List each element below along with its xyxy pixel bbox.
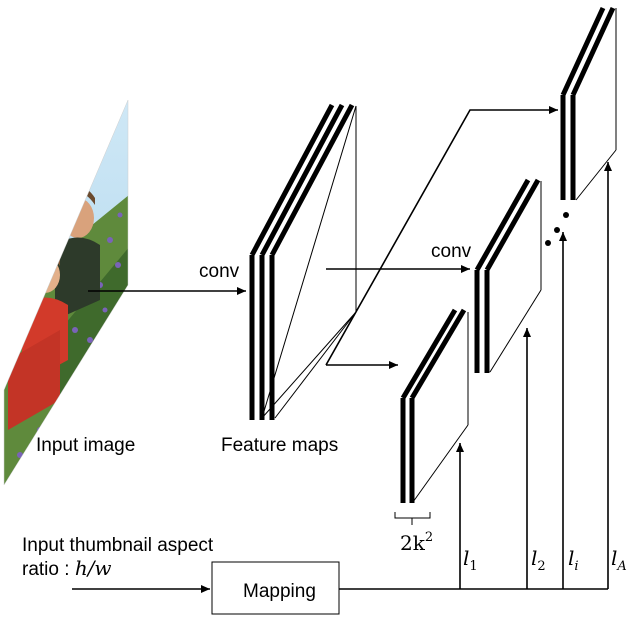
output-map-l1 [400, 308, 469, 503]
output-map-lA [560, 6, 617, 201]
channel-width-label: 2k2 [400, 530, 433, 555]
input-image-label: Input image [36, 435, 135, 456]
label-li: li [568, 546, 579, 574]
output-map-l2 [474, 178, 542, 373]
channel-width-bracket [394, 512, 431, 525]
aspect-ratio-label-line1: Input thumbnail aspect [22, 535, 214, 556]
conv-label-first: conv [199, 261, 240, 282]
label-lA: lA [611, 546, 627, 574]
arrow-fm-to-large-map [325, 106, 558, 366]
mapping-box [211, 561, 340, 615]
conv-label-second: conv [431, 241, 472, 262]
ellipsis-dots [545, 212, 569, 246]
aspect-ratio-label-line2: ratio : h/w [22, 556, 112, 580]
feature-maps-label: Feature maps [221, 435, 338, 456]
label-l2: l2 [531, 546, 546, 574]
feature-maps-block [249, 103, 357, 420]
mapping-label: Mapping [243, 581, 316, 602]
label-l1: l1 [463, 546, 478, 574]
